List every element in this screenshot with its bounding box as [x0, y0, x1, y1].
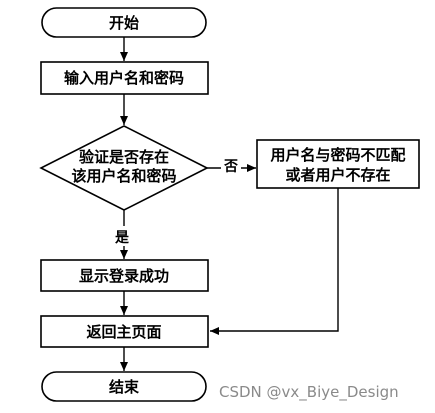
end-label: 结束	[109, 378, 140, 396]
start-node: 开始	[41, 7, 207, 38]
verify-label-line1: 验证是否存在	[79, 148, 169, 166]
edge-error-return	[210, 188, 339, 335]
input-label: 输入用户名和密码	[64, 69, 184, 87]
yes-label-bg	[113, 226, 133, 246]
verify-decision-node: 验证是否存在 该用户名和密码	[39, 125, 209, 211]
watermark-text: CSDN @vx_Biye_Design	[219, 383, 399, 401]
start-label: 开始	[109, 14, 139, 32]
error-label-line1: 用户名与密码不匹配	[270, 146, 405, 164]
error-label-line2: 或者用户不存在	[285, 166, 390, 184]
return-home-node: 返回主页面	[40, 315, 209, 348]
success-label: 显示登录成功	[79, 267, 169, 285]
return-home-label: 返回主页面	[86, 323, 161, 341]
success-node: 显示登录成功	[40, 259, 209, 292]
error-node: 用户名与密码不匹配 或者用户不存在	[256, 139, 420, 189]
no-label-bg	[221, 156, 241, 176]
verify-label-line2: 该用户名和密码	[71, 167, 176, 185]
end-node: 结束	[41, 371, 207, 402]
input-node: 输入用户名和密码	[40, 61, 209, 95]
yes-label: 是	[115, 230, 130, 246]
no-label: 否	[223, 159, 238, 175]
